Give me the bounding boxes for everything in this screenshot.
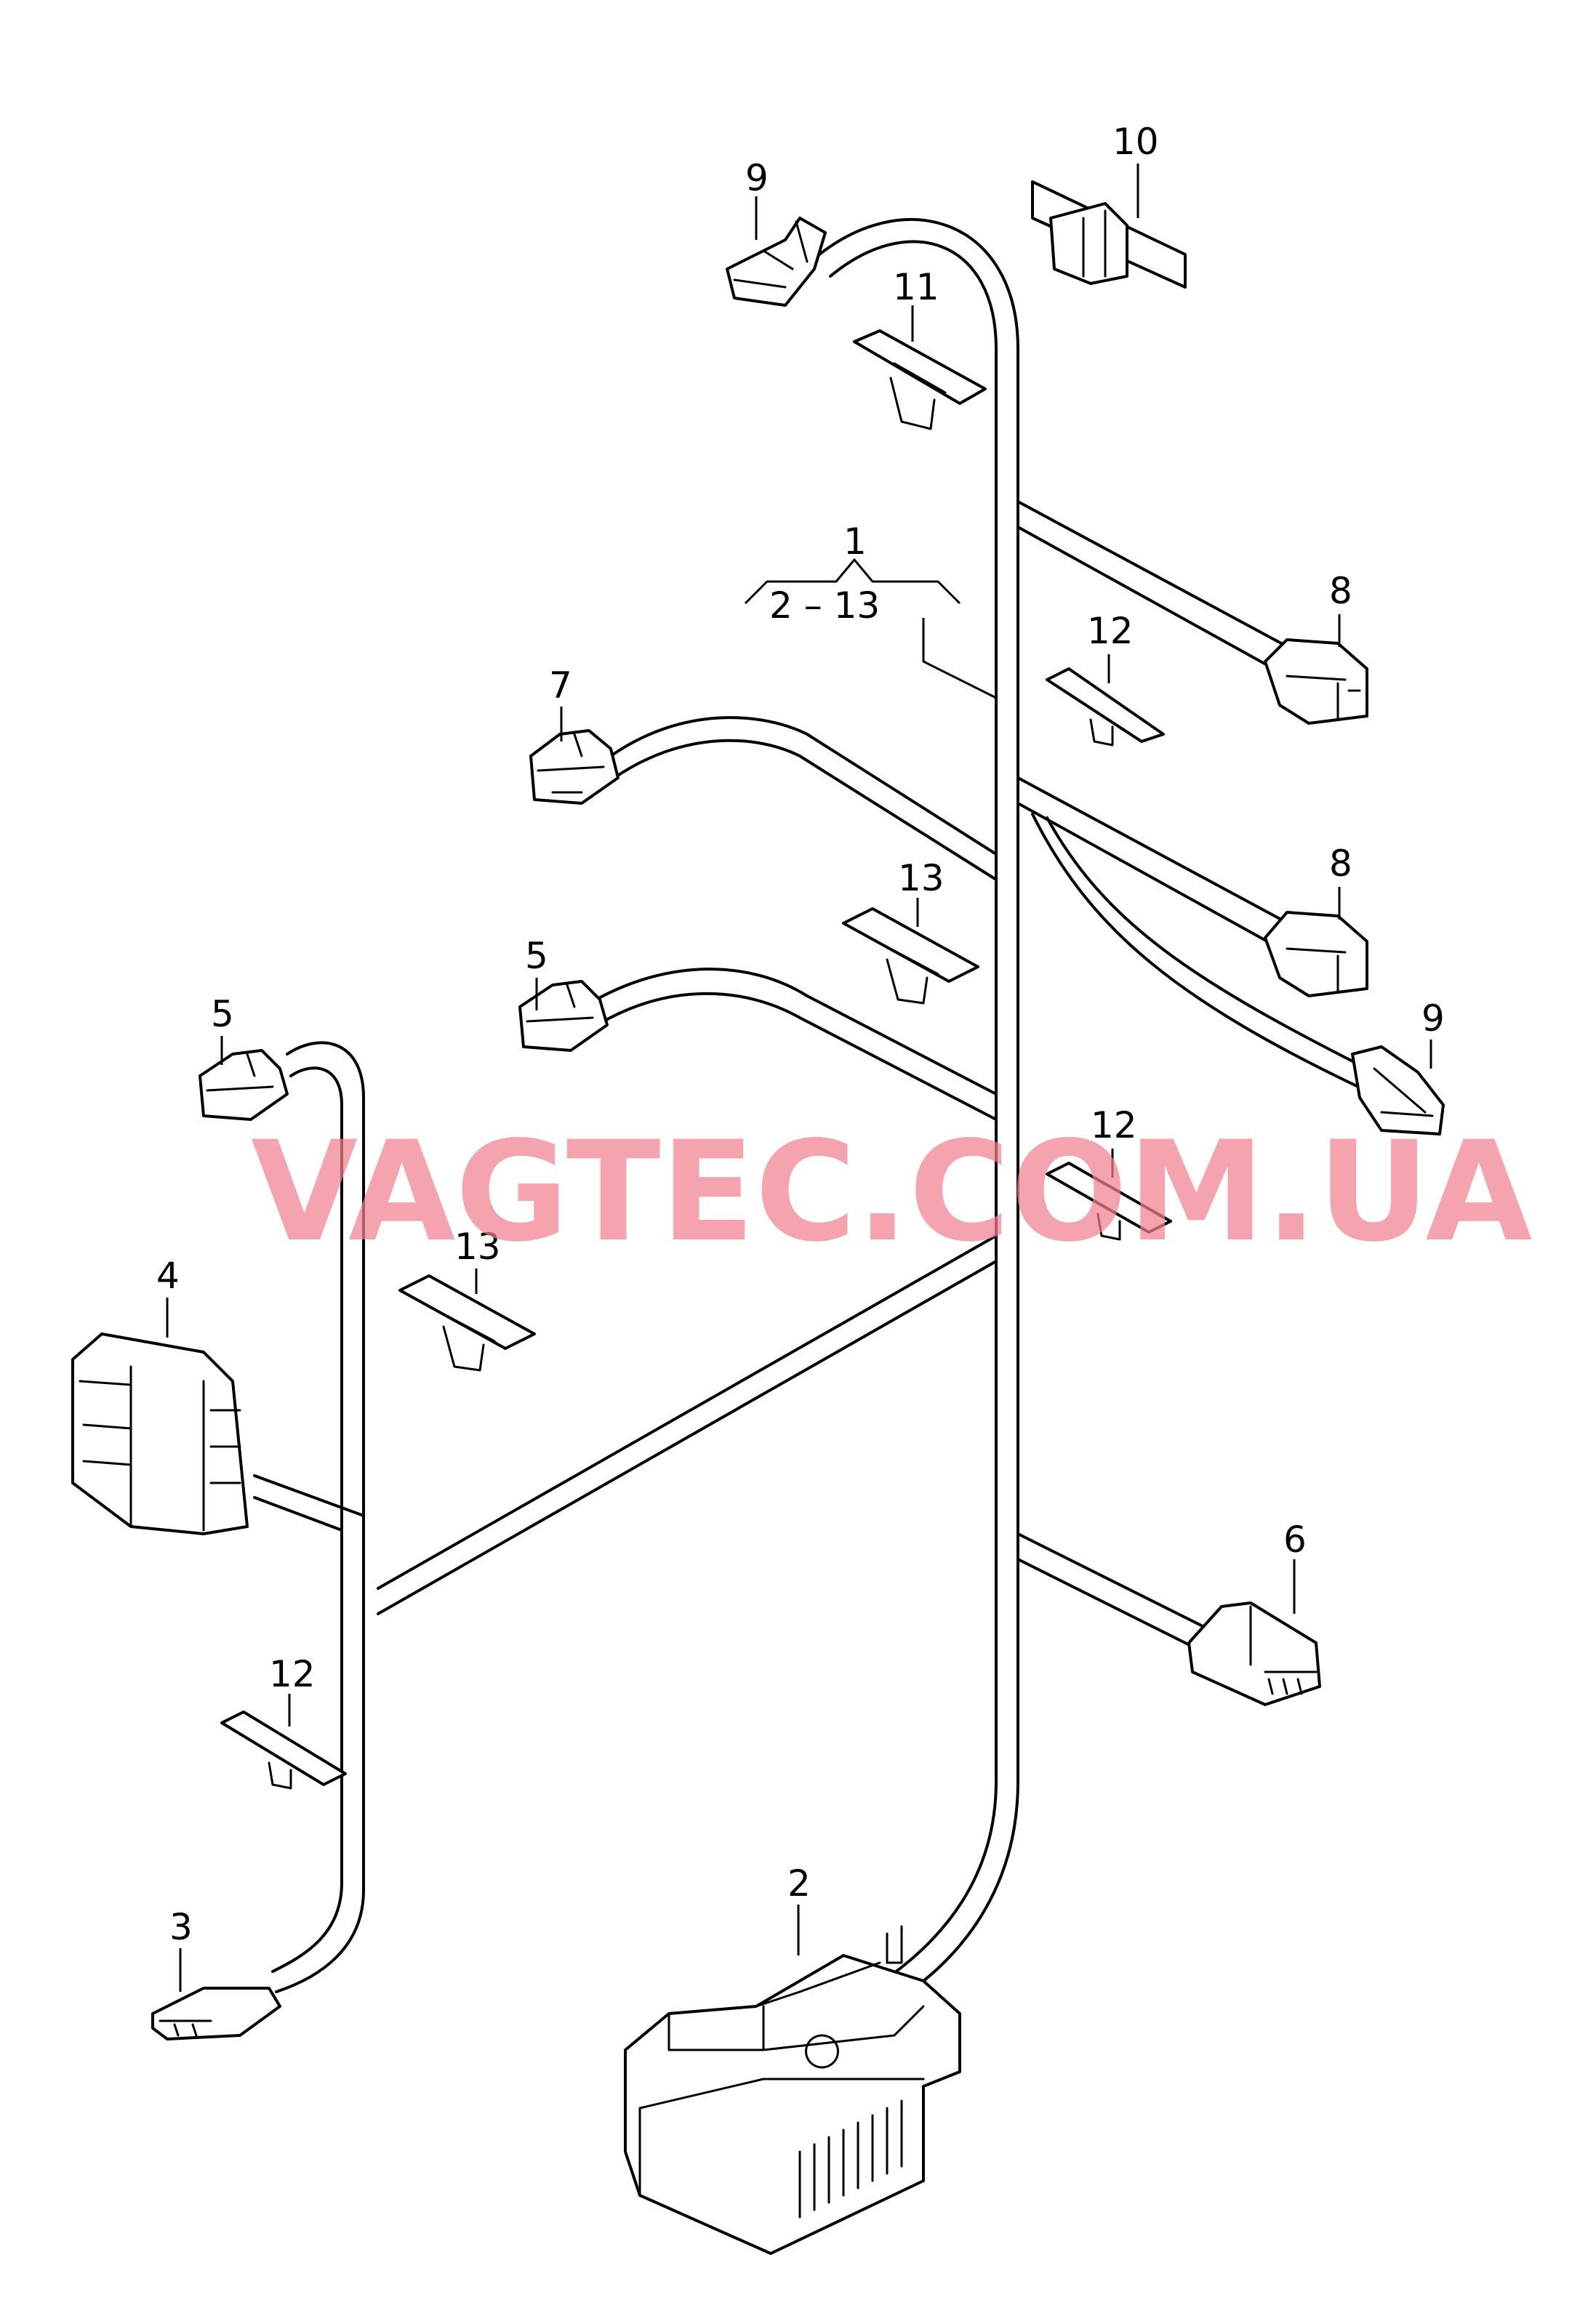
clip-13-top[interactable] bbox=[842, 907, 979, 1005]
connector-8-top[interactable] bbox=[1264, 638, 1368, 725]
connector-4[interactable] bbox=[71, 1332, 249, 1535]
wire-branch-7-inner bbox=[613, 739, 998, 881]
callout-5-left: 5 bbox=[211, 993, 234, 1035]
wire-branch-9-lower-inner bbox=[1046, 816, 1383, 1077]
wire-diagonal-upper bbox=[377, 1234, 998, 1590]
clip-12-left[interactable] bbox=[220, 1710, 347, 1790]
connector-6[interactable] bbox=[1187, 1601, 1321, 1706]
leader-lines bbox=[166, 164, 1432, 1992]
connector-2[interactable] bbox=[624, 1925, 961, 2255]
wire-branch-5-mid-inner bbox=[602, 992, 998, 1121]
wire-branch-5-mid bbox=[595, 968, 998, 1095]
clip-13-left[interactable] bbox=[398, 1274, 536, 1372]
connector-8-lower[interactable] bbox=[1264, 911, 1368, 997]
harness-wires bbox=[253, 218, 1383, 2008]
callout-11: 11 bbox=[893, 266, 939, 308]
callout-12-mid: 12 bbox=[1091, 1104, 1137, 1146]
wire-branch-4 bbox=[253, 1474, 365, 1517]
clip-11[interactable] bbox=[853, 329, 987, 430]
callout-10: 10 bbox=[1112, 121, 1159, 163]
callout-9-lower: 9 bbox=[1421, 997, 1445, 1040]
callout-9-top: 9 bbox=[745, 157, 769, 199]
wire-diagonal-lower bbox=[377, 1260, 998, 1615]
callout-13-top: 13 bbox=[898, 857, 945, 899]
callout-labels: 10 9 11 1 2 – 13 8 12 7 13 8 5 5 9 12 13… bbox=[156, 121, 1445, 1948]
connector-5-left[interactable] bbox=[198, 1049, 289, 1121]
watermark-text: VAGTEC.COM.UA bbox=[251, 1111, 1533, 1272]
connector-5-mid[interactable] bbox=[518, 980, 609, 1052]
wire-branch-6 bbox=[1016, 1532, 1208, 1630]
callout-12-left: 12 bbox=[269, 1653, 316, 1695]
callout-2: 2 bbox=[787, 1862, 811, 1905]
callout-13-left: 13 bbox=[454, 1226, 501, 1268]
wire-trunk-right-inner bbox=[829, 240, 998, 1990]
connector-9-lower[interactable] bbox=[1351, 1045, 1445, 1135]
callout-6: 6 bbox=[1283, 1519, 1307, 1561]
callout-5-mid: 5 bbox=[525, 935, 548, 977]
callout-4: 4 bbox=[156, 1255, 180, 1297]
wire-branch-8-lower bbox=[1016, 776, 1303, 932]
clip-12-mid[interactable] bbox=[1046, 1162, 1172, 1241]
connector-3[interactable] bbox=[151, 1987, 281, 2040]
wire-branch-4-inner bbox=[253, 1496, 343, 1532]
wire-branch-9-lower bbox=[1031, 813, 1383, 1099]
clip-10[interactable] bbox=[1031, 180, 1187, 289]
callout-8-top: 8 bbox=[1329, 570, 1352, 612]
wire-branch-6-inner bbox=[1016, 1558, 1201, 1652]
callout-12-top: 12 bbox=[1087, 610, 1134, 652]
connector-9-top[interactable] bbox=[726, 217, 827, 307]
clip-12-top[interactable] bbox=[1046, 667, 1165, 747]
callout-8-lower: 8 bbox=[1329, 843, 1352, 885]
callout-3: 3 bbox=[169, 1906, 193, 1948]
wire-branch-7 bbox=[609, 716, 998, 856]
connector-7[interactable] bbox=[529, 729, 619, 805]
wire-branch-8-top bbox=[1016, 500, 1303, 656]
wire-branch-8-top-inner bbox=[1016, 526, 1288, 678]
callout-1: 1 bbox=[843, 520, 867, 563]
wire-branch-8-lower-inner bbox=[1016, 802, 1288, 954]
callout-7: 7 bbox=[549, 664, 572, 707]
wire-left-vertical bbox=[275, 1041, 365, 1993]
wire-left-vertical-inner bbox=[271, 1066, 343, 1973]
callout-range-2-13: 2 – 13 bbox=[769, 584, 880, 627]
